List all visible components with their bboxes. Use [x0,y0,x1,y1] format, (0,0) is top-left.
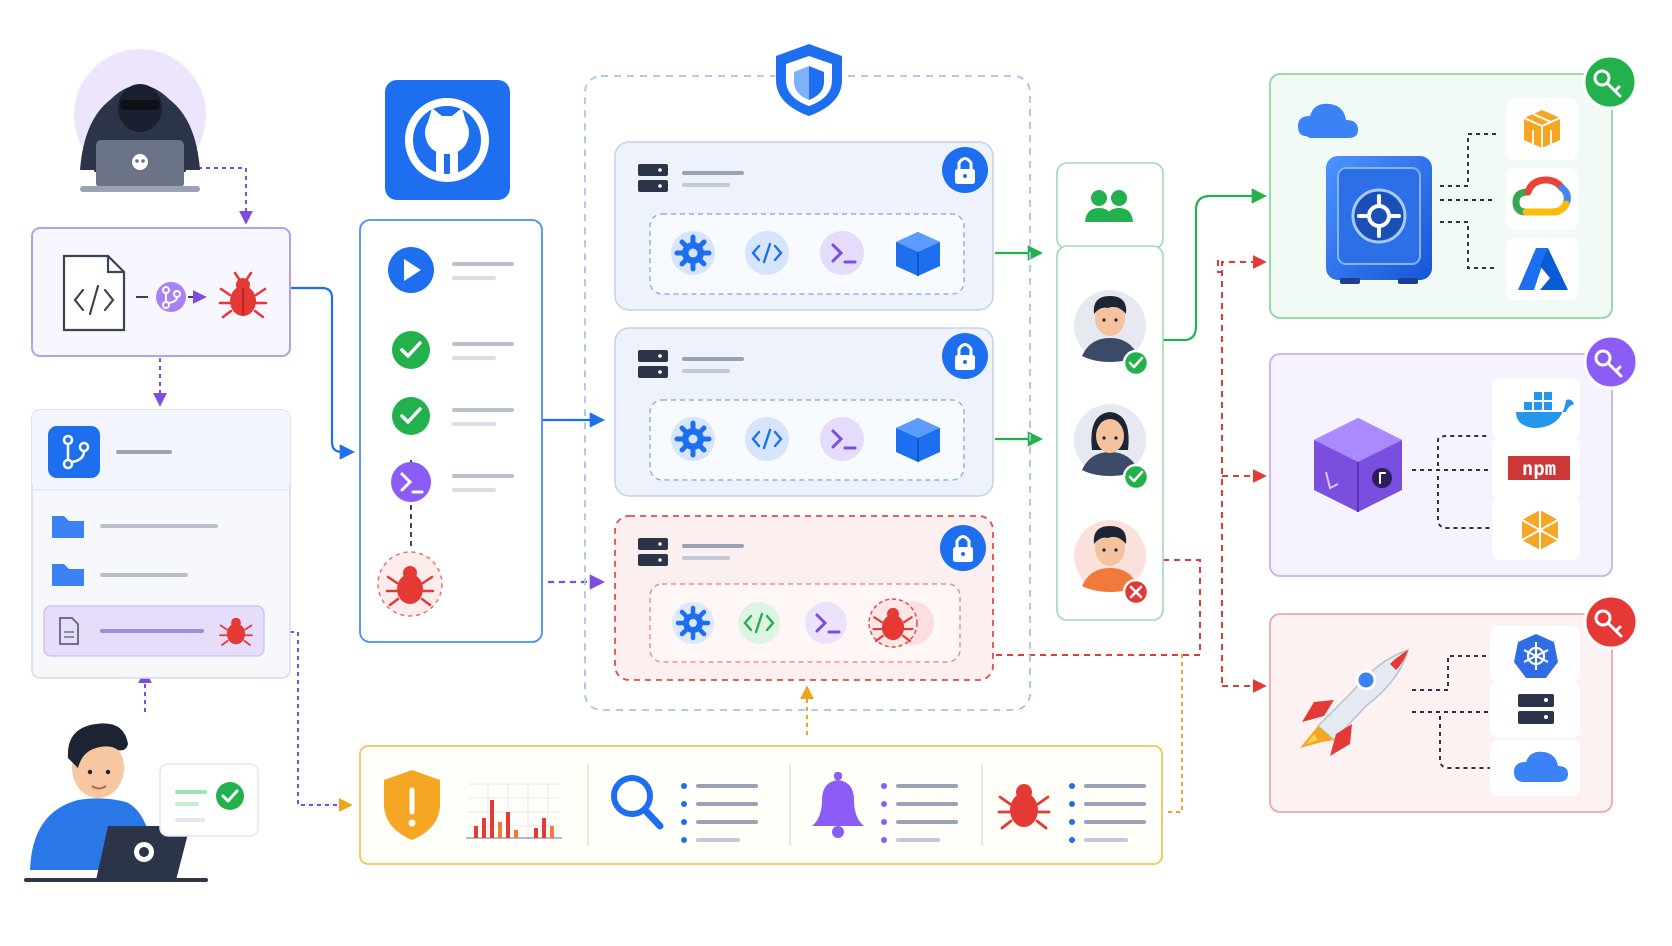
attacker [74,49,206,192]
check-icon [392,331,430,369]
gcp-icon [1512,176,1571,216]
cloud-icon [1514,751,1568,782]
shield-alert-icon[interactable] [384,770,440,840]
gear-icon [671,231,715,275]
check-icon [1122,463,1150,491]
target-cloud-secrets[interactable] [1269,54,1638,319]
package-icon [1521,510,1559,550]
runner-2[interactable] [614,327,994,497]
runner-group [584,40,1031,711]
terminal-icon [820,231,864,275]
azure-icon [1518,248,1568,290]
server-icon [638,164,668,192]
github-icon [96,826,190,880]
cloud-icon [1298,103,1358,138]
lock-icon [942,147,988,193]
repository-panel [31,409,291,679]
check-icon [392,397,430,435]
code-icon [745,231,789,275]
server-icon [638,538,668,566]
folder-icon [52,564,84,586]
hub-to-cloud-secrets-arrow [1217,255,1267,273]
cube-icon [896,232,940,276]
terminal-icon [391,462,431,502]
github-logo [385,80,510,200]
cube-icon [896,418,940,462]
attacker-to-commit-arrow [198,167,253,225]
aws-icon [1523,110,1561,148]
code-icon [738,602,780,644]
terminal-icon [805,602,847,644]
check-icon [216,782,244,810]
search-icon[interactable] [611,775,664,830]
users-icon [1085,190,1133,222]
code-file-icon [62,254,126,332]
key-icon [1582,54,1638,110]
rocket-icon [1300,648,1410,756]
shield-icon [776,44,842,116]
runner-1[interactable] [614,141,994,311]
npm-icon: npm [1508,456,1570,480]
pipeline-panel [359,219,543,643]
bug-icon [218,271,268,319]
approver-3[interactable] [1074,520,1150,606]
gear-icon [671,417,715,461]
kubernetes-icon [1514,634,1558,678]
commit-to-pipeline-arrow [290,286,356,460]
skull-icon [80,140,200,192]
bell-icon[interactable] [812,772,864,838]
file-icon [59,617,79,645]
developer [24,723,259,882]
npm-label: npm [1522,458,1556,480]
bug-icon[interactable] [997,784,1051,830]
lock-icon [942,333,988,379]
gear-icon [672,602,714,644]
monitoring-bar [359,745,1163,865]
pipeline-box [359,219,543,643]
bar-chart-icon [466,783,562,839]
git-branch-icon [48,426,100,478]
server-icon [638,350,668,378]
commit-panel [31,227,291,357]
repo-to-monitoring-arrow [282,631,353,812]
package-box-icon [1314,418,1402,512]
docker-icon [1516,392,1574,428]
terminal-icon [820,417,864,461]
runner-3-compromised[interactable] [614,515,994,681]
lock-icon [940,525,986,571]
approvers-panel [1056,162,1164,621]
bug-icon [385,566,435,607]
key-icon [1583,594,1639,650]
check-icon [1122,349,1150,377]
git-branch-icon [156,282,186,312]
approver-1[interactable] [1074,290,1150,377]
monitoring-to-approvers-line [1168,650,1183,813]
folder-icon [52,516,84,538]
target-package-registries[interactable]: npm [1269,334,1639,577]
server-icon [1518,694,1554,724]
close-icon [1122,578,1150,606]
vault-icon [1326,156,1432,284]
key-icon [1583,334,1639,390]
bug-icon [872,607,914,643]
approver-2[interactable] [1074,404,1150,491]
github-icon [405,98,489,182]
target-deployments[interactable] [1269,594,1639,813]
approver-to-cloud-arrow [1163,188,1268,342]
runner3-to-hub-line [995,559,1201,656]
play-icon[interactable] [388,247,434,293]
code-icon [745,417,789,461]
bug-icon [219,617,253,646]
